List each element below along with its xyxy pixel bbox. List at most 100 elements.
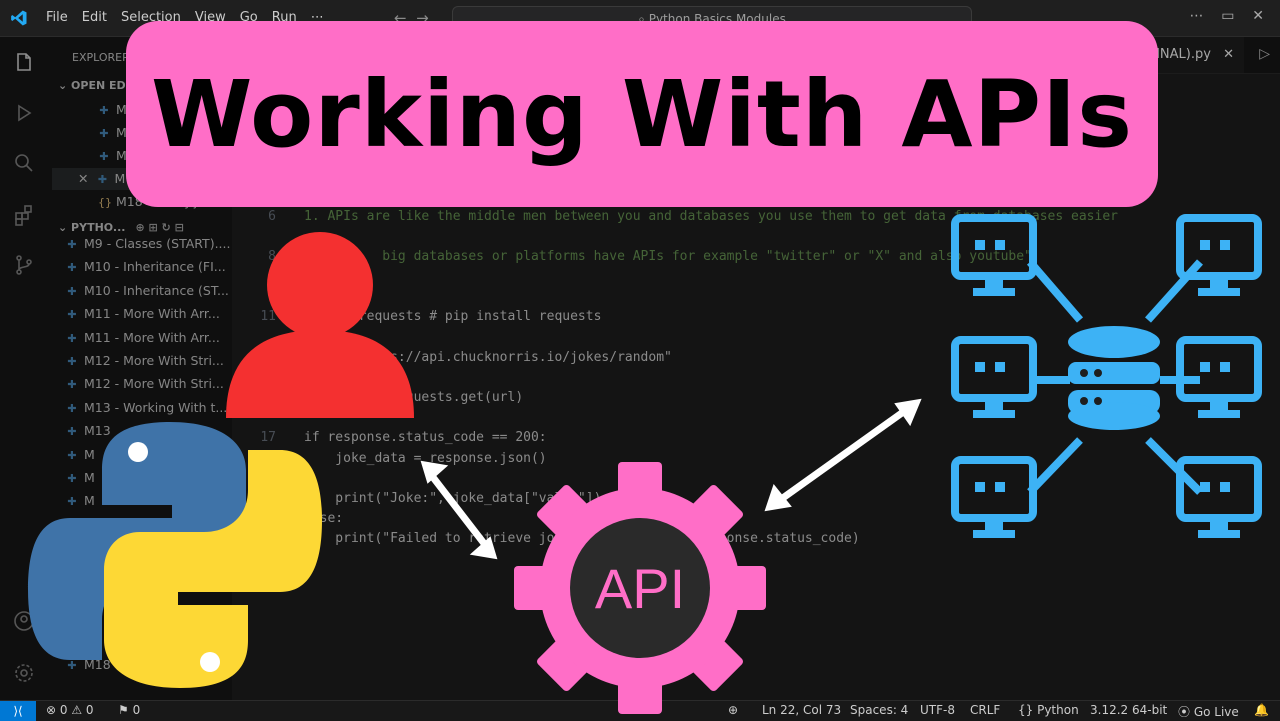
vscode-logo-icon [11,10,27,26]
python-file-icon: ✚ [67,425,77,439]
python-file-icon: ✚ [67,238,77,251]
file-tree-label: M13 - Working With t... [84,399,228,415]
chevron-down-icon: ⌄ [58,221,72,234]
file-tree-label: M18 [84,657,111,673]
python-file-icon: ✚ [67,659,77,673]
file-tree-label: M11 - More With Arr... [84,329,220,345]
file-tree-item[interactable]: ✚M [66,490,250,512]
line-ending[interactable]: CRLF [970,703,1001,717]
file-tree-label: M11 - More With Arr... [84,306,220,322]
project-folder-label: PYTHO... [71,221,126,234]
file-tree-item[interactable]: ✚ M12 - More With Stri... [66,373,250,395]
project-folder-header[interactable]: ⌄ PYTHO... ⊕ ⊞ ↻ ⊟ [58,217,242,239]
file-tree-item[interactable]: ✚ M11 - More With Arr... [66,303,250,325]
source-control-icon[interactable] [12,253,36,277]
python-file-icon: ✚ [97,173,108,186]
python-file-icon: ✚ [67,448,77,462]
python-file-icon: ✚ [67,308,77,322]
file-tree-item[interactable]: ✚ M10 - Inheritance (FI... [66,256,250,278]
settings-gear-icon[interactable] [12,661,36,685]
problems-indicator[interactable]: ⊗ 0 ⚠ 0 [46,703,94,717]
file-tree-label: M [84,470,95,485]
file-tree-item[interactable]: ✚M [66,467,250,489]
code-line: if response.status_code == 200: [304,430,547,445]
monitor-icon [951,456,1037,538]
python-file-icon: ✚ [99,127,109,140]
run-debug-icon[interactable] [12,101,36,125]
cursor-position[interactable]: Ln 22, Col 73 [762,703,842,717]
monitor-icon [1176,456,1262,538]
run-file-icon[interactable]: ▷ [1259,46,1270,62]
folder-actions-icons[interactable]: ⊕ ⊞ ↻ ⊟ [135,221,184,234]
broadcast-icon: ⦿ [1178,705,1194,719]
double-arrow-right-icon [764,398,922,512]
code-line: joke_data = response.json() [304,451,547,466]
notifications-bell-icon[interactable]: 🔔 [1254,703,1269,717]
python-file-icon: ✚ [67,378,77,392]
file-tree-item[interactable]: ✚ M12 - More With Stri... [66,350,250,372]
language-mode[interactable]: {} Python [1018,703,1079,717]
file-tree-label: M9 - Classes (START).... [84,236,231,251]
line-number: 17 [260,430,276,445]
search-icon[interactable] [12,151,36,175]
file-tree-item[interactable]: ✚M [66,444,250,466]
ports-indicator[interactable]: ⚑ 0 [118,703,141,717]
file-tree-label: M10 - Inheritance (ST... [84,282,229,298]
open-editor-label: M [116,102,127,117]
open-editor-item[interactable]: ✚M [98,145,282,167]
person-icon [226,232,414,418]
file-tree-item[interactable]: ✚ M9 - Classes (START).... [66,233,250,255]
file-tree-item[interactable]: ✚ M11 - More With Arr... [66,327,250,349]
json-file-icon: {} [98,196,112,209]
menu-edit[interactable]: Edit [81,10,107,25]
language-label: Python [1037,703,1079,717]
line-number: 8 [268,249,276,264]
python-file-icon: ✚ [67,331,77,345]
file-tree-label: M13 [84,423,111,439]
go-live-label: Go Live [1193,705,1239,719]
database-icon [1068,326,1160,430]
title-banner: Working With APIs [126,21,1158,207]
python-file-icon: ✚ [67,261,77,275]
monitor-icon [1176,214,1262,296]
file-tree-item[interactable]: ✚ M13 - Working With t... [66,397,250,419]
file-tree-label: M [84,446,95,462]
python-file-icon: ✚ [67,401,77,415]
go-live-button[interactable]: ⦿ Go Live [1178,703,1239,720]
file-tree-item[interactable]: ✚ M10 - Inheritance (ST... [66,280,250,302]
close-icon[interactable]: ✕ [78,171,89,186]
thumbnail-title: Working With APIs [150,60,1133,168]
extensions-icon[interactable] [12,203,36,227]
python-interpreter[interactable]: 3.12.2 64-bit [1090,703,1168,717]
open-editor-item[interactable]: ✚M [98,99,282,121]
open-editor-label: M [114,171,126,186]
monitor-icon [1176,336,1262,418]
file-tree-item[interactable]: ✚ M13 [66,420,250,442]
file-tree-label: M12 - More With Stri... [84,376,224,392]
python-file-icon: ✚ [67,284,77,298]
close-icon[interactable]: ✕ [1223,47,1234,62]
chevron-down-icon: ⌄ [58,79,72,92]
python-logo-icon [28,422,322,688]
remote-indicator-icon[interactable]: ⟩⟨ [0,701,36,721]
indentation[interactable]: Spaces: 4 [850,703,909,717]
double-arrow-left-icon [420,460,498,560]
explorer-icon[interactable] [12,51,36,75]
window-actions[interactable]: ⋯ ▭ ✕ [1189,8,1264,24]
python-file-icon: ✚ [67,355,77,368]
open-editor-label: M [116,148,127,163]
monitor-icons [951,214,1262,538]
api-gear-icon [514,462,766,714]
open-editor-item[interactable]: ✚M [98,122,282,144]
active-tab-label: (FINAL).py [1143,47,1211,62]
monitor-icon [951,214,1037,296]
encoding[interactable]: UTF-8 [920,703,955,717]
line-number: 11 [260,309,276,324]
file-tree-item[interactable]: ✚ M18 [66,654,250,676]
file-tree-label: M10 - Inheritance (FI... [84,259,226,275]
zoom-icon[interactable]: ⊕ [728,703,739,717]
file-tree-label: M12 - More With Stri... [84,353,224,368]
menu-file[interactable]: File [46,10,68,25]
file-tree-label: M [84,493,95,509]
